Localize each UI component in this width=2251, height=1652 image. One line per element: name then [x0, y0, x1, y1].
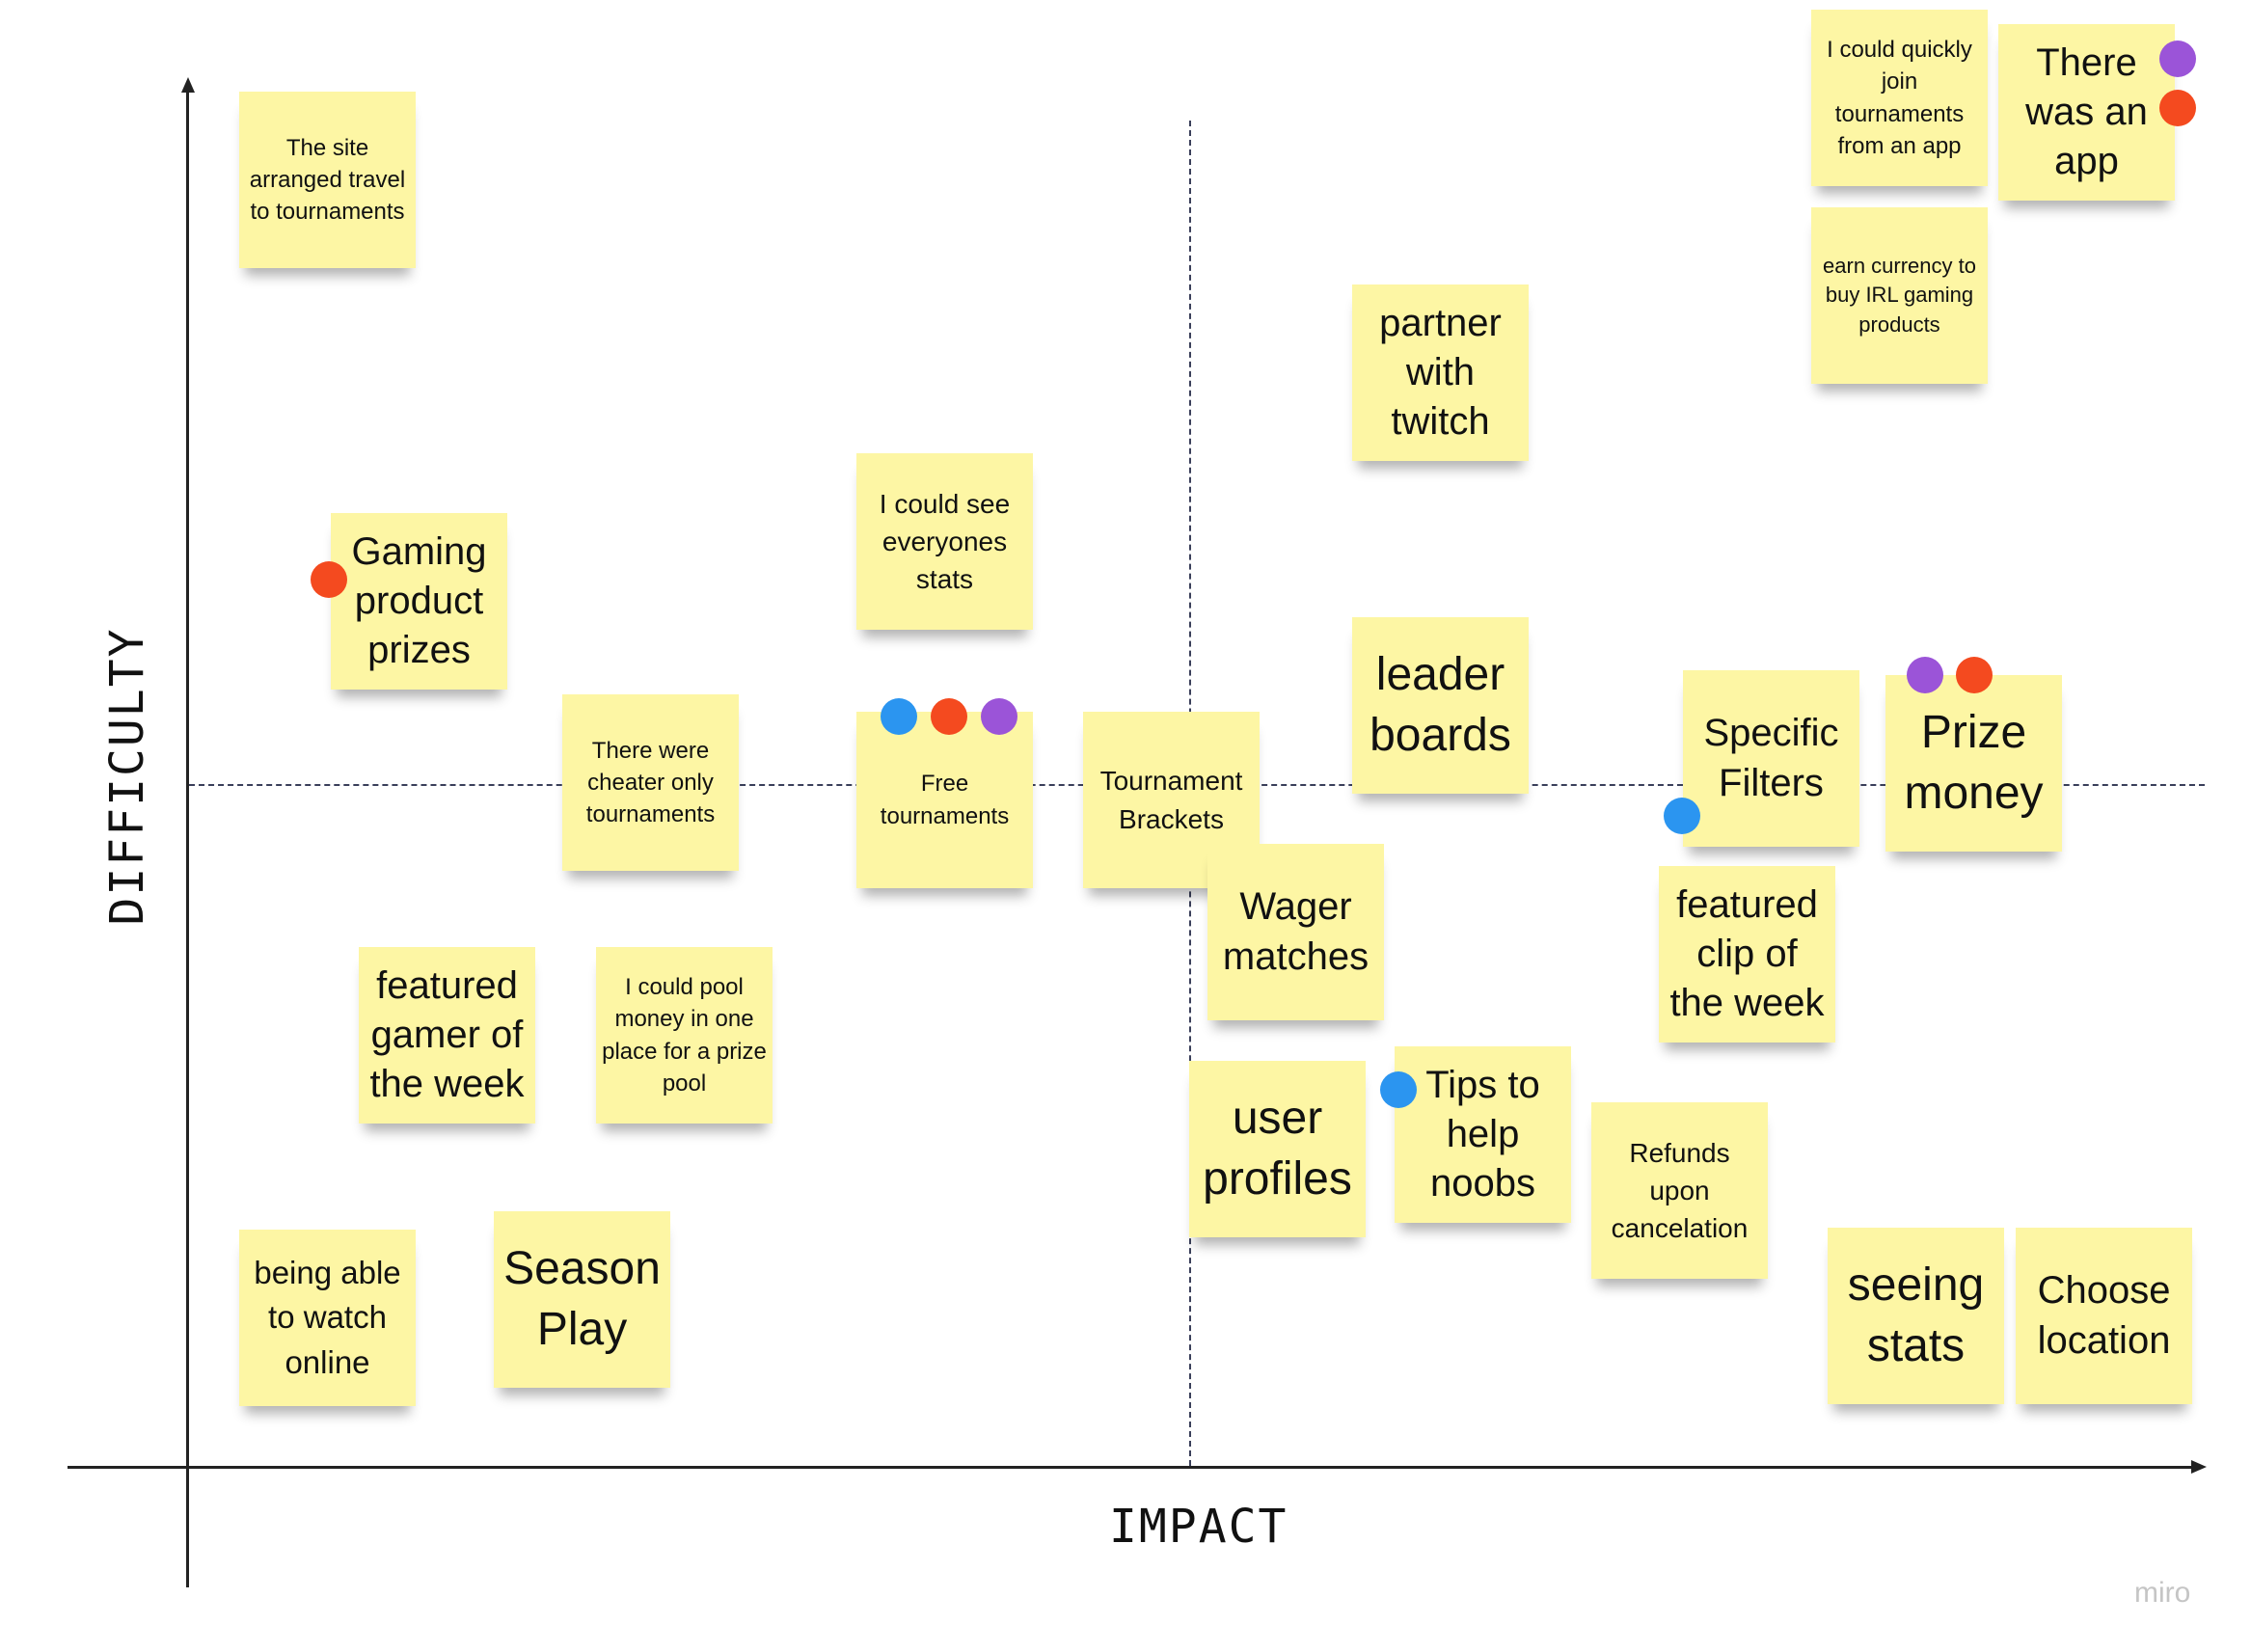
- sticky-note-travel[interactable]: The site arranged travel to tournaments: [239, 92, 416, 268]
- y-axis-arrow: [181, 77, 195, 93]
- sticky-note-season-play[interactable]: Season Play: [494, 1211, 670, 1388]
- sticky-note-brackets[interactable]: Tournament Brackets: [1083, 712, 1260, 888]
- sticky-note-user-profiles[interactable]: user profiles: [1189, 1061, 1366, 1237]
- miro-watermark: miro: [2134, 1577, 2191, 1609]
- vote-dot-purple[interactable]: [981, 698, 1017, 735]
- sticky-note-prize-pool[interactable]: I could pool money in one place for a pr…: [596, 947, 773, 1124]
- sticky-note-currency[interactable]: earn currency to buy IRL gaming products: [1811, 207, 1988, 384]
- sticky-note-filters[interactable]: Specific Filters: [1683, 670, 1859, 847]
- sticky-note-wager[interactable]: Wager matches: [1207, 844, 1384, 1020]
- sticky-note-app[interactable]: There was an app: [1998, 24, 2175, 201]
- vote-dot-red[interactable]: [2159, 90, 2196, 126]
- x-axis-label: IMPACT: [1109, 1500, 1288, 1554]
- y-axis-line: [186, 85, 189, 1587]
- vote-dot-blue[interactable]: [1380, 1071, 1417, 1108]
- sticky-note-twitch[interactable]: partner with twitch: [1352, 284, 1529, 461]
- sticky-note-watch-online[interactable]: being able to watch online: [239, 1230, 416, 1406]
- vote-dot-red[interactable]: [1956, 657, 1993, 693]
- sticky-note-product-prizes[interactable]: Gaming product prizes: [331, 513, 507, 690]
- sticky-note-featured-gamer[interactable]: featured gamer of the week: [359, 947, 535, 1124]
- sticky-note-featured-clip[interactable]: featured clip of the week: [1659, 866, 1835, 1043]
- vote-dot-red[interactable]: [311, 561, 347, 598]
- x-axis-line: [68, 1466, 2199, 1469]
- sticky-note-seeing-stats[interactable]: seeing stats: [1828, 1228, 2004, 1404]
- sticky-note-prize-money[interactable]: Prize money: [1885, 675, 2062, 852]
- sticky-note-see-stats[interactable]: I could see everyones stats: [856, 453, 1033, 630]
- vote-dot-purple[interactable]: [1907, 657, 1943, 693]
- y-axis-label: DIFFICULTY: [100, 627, 154, 926]
- x-axis-arrow: [2191, 1460, 2207, 1474]
- sticky-note-cheater[interactable]: There were cheater only tournaments: [562, 694, 739, 871]
- sticky-note-tips-noobs[interactable]: Tips to help noobs: [1395, 1046, 1571, 1223]
- sticky-note-leader-boards[interactable]: leader boards: [1352, 617, 1529, 794]
- vote-dot-blue[interactable]: [881, 698, 917, 735]
- sticky-note-choose-location[interactable]: Choose location: [2016, 1228, 2192, 1404]
- vote-dot-red[interactable]: [931, 698, 967, 735]
- sticky-note-free-tournaments[interactable]: Free tournaments: [856, 712, 1033, 888]
- vote-dot-blue[interactable]: [1664, 798, 1700, 834]
- sticky-note-refunds[interactable]: Refunds upon cancelation: [1591, 1102, 1768, 1279]
- sticky-note-quick-join[interactable]: I could quickly join tournaments from an…: [1811, 10, 1988, 186]
- vote-dot-purple[interactable]: [2159, 41, 2196, 77]
